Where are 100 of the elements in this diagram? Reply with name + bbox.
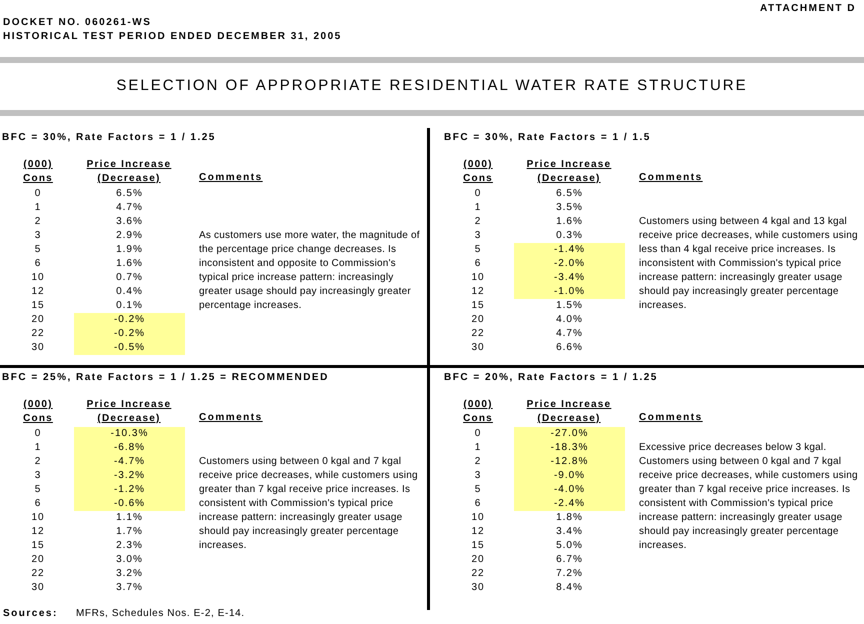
table-cell: -0.6%: [74, 497, 185, 511]
table-cell-text: 30: [30, 581, 46, 595]
comment-text: Customers using between 4 kgal and 13 kgal receive price decreases, while customers using less than 4 kgal receive price increases. Is inconsistent with Commission's typical price increase pattern: increasingly greater usage should pay increasingly greater percentage increases.: [639, 215, 859, 313]
test-period-label: HISTORICAL TEST PERIOD ENDED DECEMBER 31, 2005: [3, 31, 342, 42]
table-cell: -4.0%: [514, 483, 625, 497]
table-cell: -1.0%: [514, 285, 625, 299]
comment-text: As customers use more water, the magnitude of the percentage price change decreases. Is inconsistent and opposite to Commission's typical price increase pattern: increasingly greater usage should pay increasingly greater percentage increases.: [199, 229, 421, 313]
table-cell-text: 7.2%: [555, 567, 584, 581]
table-cell-text: 3: [474, 229, 482, 243]
table-cell-text: 20: [30, 553, 46, 567]
table-cell-text: 2: [474, 215, 482, 229]
table-cell-text: 6: [34, 257, 42, 271]
table-cell-text: 22: [470, 567, 486, 581]
column-header: (000) Cons: [462, 398, 494, 426]
column-header: Price Increase (Decrease): [86, 398, 172, 426]
table-cell-text: 30: [30, 341, 46, 355]
table-cell-text: 10: [470, 271, 486, 285]
table-cell-text: 3.0%: [115, 553, 144, 567]
table-cell: -3.4%: [514, 271, 625, 285]
column-header: Comments: [199, 412, 263, 423]
table-cell-text: 15: [470, 539, 486, 553]
table-cell-text: 6: [34, 497, 42, 511]
table-cell-text: 10: [30, 511, 46, 525]
table-cell-text: 4.7%: [555, 327, 584, 341]
table-cell: -3.2%: [74, 469, 185, 483]
table-cell-text: 1.6%: [555, 215, 584, 229]
comment-text: Excessive price decreases below 3 kgal. Customers using between 0 kgal and 7 kgal receive price decreases, while customers using greater than 7 kgal receive price increases. Is consistent with Commission's typical price increase pattern: increasingly greater usage should pay increasingly greater percentage increases.: [639, 441, 859, 553]
table-cell-text: 2: [474, 455, 482, 469]
table-cell-text: 12: [30, 285, 46, 299]
table-cell-text: 5: [34, 483, 42, 497]
table-cell-text: 6.5%: [115, 187, 144, 201]
table-cell-text: 15: [470, 299, 486, 313]
table-cell-text: 3.4%: [555, 525, 584, 539]
column-header: (000) Cons: [22, 158, 54, 186]
table-cell: -2.4%: [514, 497, 625, 511]
table-cell-text: 20: [470, 553, 486, 567]
table-cell: -9.0%: [514, 469, 625, 483]
table-cell-text: 10: [30, 271, 46, 285]
table-cell-text: 6: [474, 257, 482, 271]
table-cell-text: 22: [30, 327, 46, 341]
table-cell-text: 0.3%: [555, 229, 584, 243]
table-cell-text: 15: [30, 299, 46, 313]
table-cell-text: 5: [474, 243, 482, 257]
table-cell-text: 10: [470, 511, 486, 525]
table-cell-text: 12: [30, 525, 46, 539]
panel-heading: BFC = 30%, Rate Factors = 1 / 1.5: [444, 132, 651, 143]
table-cell-text: 6.5%: [555, 187, 584, 201]
table-cell-text: 1: [474, 441, 482, 455]
table-cell-text: 2: [34, 455, 42, 469]
table-cell-text: 1.1%: [115, 511, 144, 525]
table-cell-text: 3.6%: [115, 215, 144, 229]
table-cell: -27.0%: [514, 427, 625, 441]
table-cell-text: 1.7%: [115, 525, 144, 539]
table-cell-text: 0: [34, 427, 42, 441]
sources-label: Sources:: [3, 608, 58, 619]
table-cell-text: 15: [30, 539, 46, 553]
column-header: Price Increase (Decrease): [86, 158, 172, 186]
table-cell-text: 6: [474, 497, 482, 511]
table-cell: -18.3%: [514, 441, 625, 455]
table-cell: -0.5%: [74, 341, 185, 355]
table-cell: -12.8%: [514, 455, 625, 469]
table-cell-text: 1: [474, 201, 482, 215]
table-cell: -0.2%: [74, 313, 185, 327]
table-cell-text: 1.9%: [115, 243, 144, 257]
docket-number: DOCKET NO. 060261-WS: [3, 17, 152, 28]
comment-text: Customers using between 0 kgal and 7 kgal receive price decreases, while customers using greater than 7 kgal receive price increases. Is consistent with Commission's typical price increase pattern: increasingly greater usage should pay increasingly greater percentage increases.: [199, 455, 419, 553]
table-cell-text: 20: [470, 313, 486, 327]
column-header: Comments: [639, 172, 703, 183]
table-cell-text: 0.4%: [115, 285, 144, 299]
table-cell-text: 1.6%: [115, 257, 144, 271]
table-cell-text: 5.0%: [555, 539, 584, 553]
table-cell-text: 3.2%: [115, 567, 144, 581]
table-cell-text: 3.7%: [115, 581, 144, 595]
page-title: SELECTION OF APPROPRIATE RESIDENTIAL WATER RATE STRUCTURE: [115, 77, 749, 94]
table-cell-text: 0.7%: [115, 271, 144, 285]
table-cell: -0.2%: [74, 327, 185, 341]
table-cell-text: 0: [34, 187, 42, 201]
table-cell-text: 1: [34, 441, 42, 455]
table-cell-text: 4.7%: [115, 201, 144, 215]
table-cell-text: 30: [470, 581, 486, 595]
table-cell-text: 20: [30, 313, 46, 327]
table-cell-text: 5: [474, 483, 482, 497]
attachment-label: ATTACHMENT D: [760, 3, 856, 14]
table-cell-text: 12: [470, 525, 486, 539]
table-cell-text: 12: [470, 285, 486, 299]
column-header: Comments: [639, 412, 703, 423]
table-cell-text: 0: [474, 187, 482, 201]
table-cell-text: 2.3%: [115, 539, 144, 553]
table-cell-text: 22: [470, 327, 486, 341]
table-cell-text: 4.0%: [555, 313, 584, 327]
table-cell-text: 6.7%: [555, 553, 584, 567]
table-cell-text: 3: [474, 469, 482, 483]
column-header: Comments: [199, 172, 263, 183]
panel-heading: BFC = 25%, Rate Factors = 1 / 1.25 = RECOMMENDED: [2, 372, 329, 383]
table-cell-text: 1.5%: [555, 299, 584, 313]
table-cell-text: 2.9%: [115, 229, 144, 243]
table-cell-text: 22: [30, 567, 46, 581]
table-cell-text: 30: [470, 341, 486, 355]
table-cell-text: 3: [34, 229, 42, 243]
table-cell-text: 3.5%: [555, 201, 584, 215]
